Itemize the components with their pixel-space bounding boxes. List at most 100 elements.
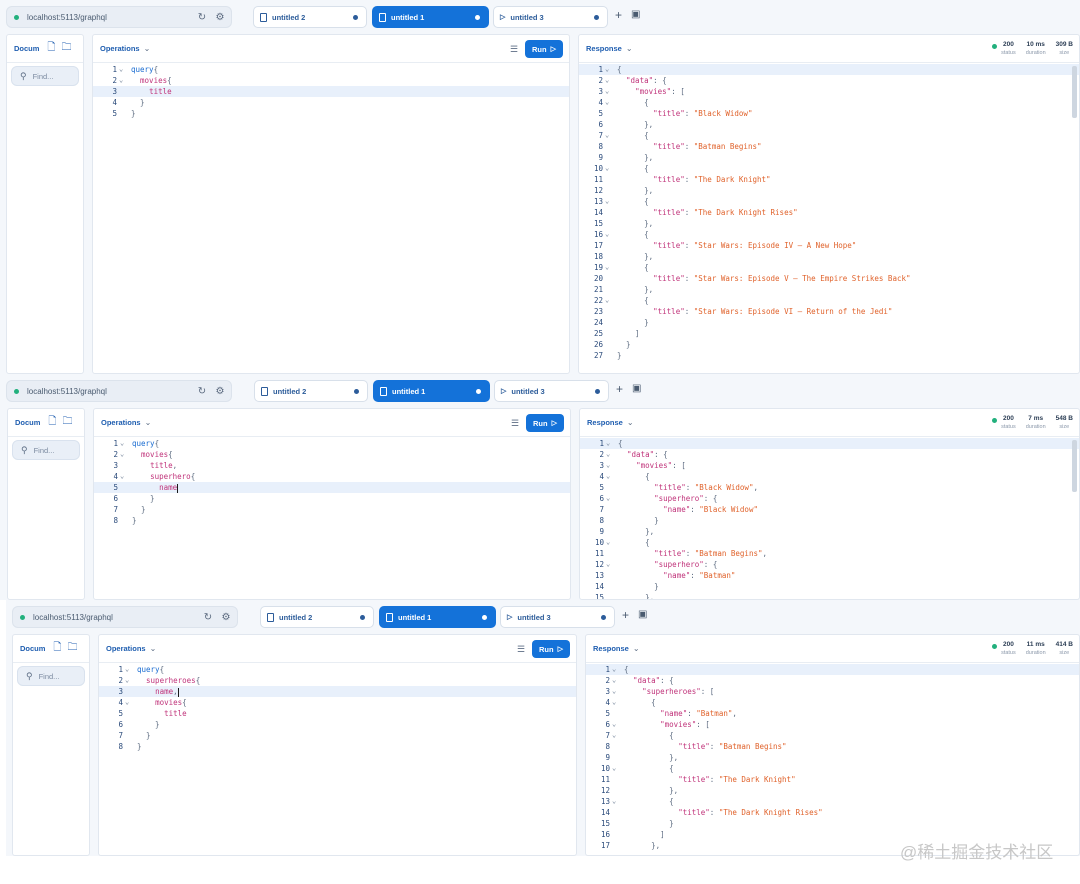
fold-chevron-icon[interactable]: ⌄ xyxy=(606,461,611,469)
code-line[interactable]: 21 }, xyxy=(579,284,1079,295)
fold-chevron-icon[interactable]: ⌄ xyxy=(119,65,124,73)
code-line[interactable]: 19⌄ { xyxy=(579,262,1079,273)
fold-chevron-icon[interactable]: ⌄ xyxy=(606,560,611,568)
code-line[interactable]: 2⌄ "data": { xyxy=(580,449,1079,460)
fold-chevron-icon[interactable]: ⌄ xyxy=(605,296,610,304)
fold-chevron-icon[interactable]: ⌄ xyxy=(125,698,130,706)
code-line[interactable]: 11 "title": "The Dark Knight" xyxy=(586,774,1079,785)
add-tab-icon[interactable]: + xyxy=(622,608,630,622)
code-line[interactable]: 15 }, xyxy=(579,218,1079,229)
code-line[interactable]: 7 "name": "Black Widow" xyxy=(580,504,1079,515)
code-line[interactable]: 15 }, xyxy=(580,592,1079,599)
code-line[interactable]: 14 "title": "The Dark Knight Rises" xyxy=(586,807,1079,818)
code-line[interactable]: 12 }, xyxy=(586,785,1079,796)
fold-chevron-icon[interactable]: ⌄ xyxy=(605,230,610,238)
code-line[interactable]: 4⌄ { xyxy=(580,471,1079,482)
code-line[interactable]: 17 "title": "Star Wars: Episode IV – A N… xyxy=(579,240,1079,251)
folder-icon[interactable]: 🗀 xyxy=(61,42,72,53)
code-line[interactable]: 8 } xyxy=(580,515,1079,526)
code-line[interactable]: 13 "name": "Batman" xyxy=(580,570,1079,581)
endpoint-url-box[interactable]: localhost:5113/graphql ↻ ⚙ xyxy=(6,380,232,402)
code-line[interactable]: 2⌄ "data": { xyxy=(586,675,1079,686)
code-line[interactable]: 6 } xyxy=(94,493,570,504)
tab-untitled-3[interactable]: ▷ untitled 3 xyxy=(500,606,615,628)
fold-chevron-icon[interactable]: ⌄ xyxy=(120,439,125,447)
code-line[interactable]: 9 }, xyxy=(586,752,1079,763)
code-line[interactable]: 7⌄ { xyxy=(586,730,1079,741)
fold-chevron-icon[interactable]: ⌄ xyxy=(605,197,610,205)
code-line[interactable]: 2⌄ movies{ xyxy=(93,75,569,86)
chevron-down-icon[interactable]: ⌄ xyxy=(626,418,634,427)
response-viewer[interactable]: 1⌄{2⌄ "data": {3⌄ "superheroes": [4⌄ {5 … xyxy=(586,664,1079,855)
code-line[interactable]: 4⌄ superhero{ xyxy=(94,471,570,482)
code-line[interactable]: 8} xyxy=(94,515,570,526)
add-tab-icon[interactable]: + xyxy=(616,382,624,396)
fold-chevron-icon[interactable]: ⌄ xyxy=(612,698,617,706)
code-line[interactable]: 24 } xyxy=(579,317,1079,328)
fold-chevron-icon[interactable]: ⌄ xyxy=(119,76,124,84)
find-input[interactable]: ⚲ Find... xyxy=(12,440,80,460)
code-line[interactable]: 3⌄ "movies": [ xyxy=(580,460,1079,471)
chevron-down-icon[interactable]: ⌄ xyxy=(625,44,633,53)
response-title[interactable]: Response xyxy=(593,644,629,653)
code-line[interactable]: 7 } xyxy=(94,504,570,515)
code-line[interactable]: 8 "title": "Batman Begins" xyxy=(579,141,1079,152)
operations-title[interactable]: Operations xyxy=(106,644,146,653)
code-line[interactable]: 9 }, xyxy=(580,526,1079,537)
code-line[interactable]: 6 }, xyxy=(579,119,1079,130)
save-icon[interactable]: ▣ xyxy=(638,609,648,620)
code-line[interactable]: 5} xyxy=(93,108,569,119)
new-document-icon[interactable]: 🗋 xyxy=(48,416,57,427)
response-scrollbar[interactable] xyxy=(1072,440,1077,492)
fold-chevron-icon[interactable]: ⌄ xyxy=(612,720,617,728)
fold-chevron-icon[interactable]: ⌄ xyxy=(612,665,617,673)
code-line[interactable]: 3⌄ "superheroes": [ xyxy=(586,686,1079,697)
code-line[interactable]: 7 } xyxy=(99,730,576,741)
code-line[interactable]: 2⌄ movies{ xyxy=(94,449,570,460)
code-line[interactable]: 23 "title": "Star Wars: Episode VI – Ret… xyxy=(579,306,1079,317)
response-viewer[interactable]: 1⌄{2⌄ "data": {3⌄ "movies": [4⌄ {5 "titl… xyxy=(580,438,1079,599)
save-icon[interactable]: ▣ xyxy=(631,9,641,20)
code-line[interactable]: 1⌄query{ xyxy=(94,438,570,449)
code-line[interactable]: 13⌄ { xyxy=(579,196,1079,207)
endpoint-url-box[interactable]: localhost:5113/graphql ↻ ⚙ xyxy=(6,6,232,28)
code-line[interactable]: 16⌄ { xyxy=(579,229,1079,240)
code-line[interactable]: 6⌄ "superhero": { xyxy=(580,493,1079,504)
operations-title[interactable]: Operations xyxy=(100,44,140,53)
tab-untitled-1[interactable]: untitled 1 xyxy=(373,380,490,402)
fold-chevron-icon[interactable]: ⌄ xyxy=(605,65,610,73)
tab-untitled-2[interactable]: untitled 2 xyxy=(253,6,367,28)
fold-chevron-icon[interactable]: ⌄ xyxy=(120,450,125,458)
code-line[interactable]: 1⌄query{ xyxy=(93,64,569,75)
code-line[interactable]: 7⌄ { xyxy=(579,130,1079,141)
prettify-icon[interactable]: ☰ xyxy=(517,644,526,654)
fold-chevron-icon[interactable]: ⌄ xyxy=(606,494,611,502)
find-input[interactable]: ⚲ Find... xyxy=(11,66,79,86)
tab-untitled-3[interactable]: ▷ untitled 3 xyxy=(493,6,608,28)
add-tab-icon[interactable]: + xyxy=(615,8,623,22)
code-line[interactable]: 5 "name": "Batman", xyxy=(586,708,1079,719)
code-line[interactable]: 1⌄{ xyxy=(579,64,1079,75)
response-viewer[interactable]: 1⌄{2⌄ "data": {3⌄ "movies": [4⌄ {5 "titl… xyxy=(579,64,1079,373)
tab-untitled-3[interactable]: ▷ untitled 3 xyxy=(494,380,609,402)
code-line[interactable]: 5 "title": "Black Widow", xyxy=(580,482,1079,493)
prettify-icon[interactable]: ☰ xyxy=(510,44,519,54)
code-line[interactable]: 13⌄ { xyxy=(586,796,1079,807)
operations-title[interactable]: Operations xyxy=(101,418,141,427)
code-line[interactable]: 5 "title": "Black Widow" xyxy=(579,108,1079,119)
code-line[interactable]: 1⌄{ xyxy=(586,664,1079,675)
new-document-icon[interactable]: 🗋 xyxy=(47,42,56,53)
endpoint-url-box[interactable]: localhost:5113/graphql ↻ ⚙ xyxy=(12,606,238,628)
code-line[interactable]: 4⌄ { xyxy=(579,97,1079,108)
code-line[interactable]: 4⌄ movies{ xyxy=(99,697,576,708)
tab-untitled-1[interactable]: untitled 1 xyxy=(379,606,496,628)
code-line[interactable]: 3 title xyxy=(93,86,569,97)
code-line[interactable]: 10⌄ { xyxy=(586,763,1079,774)
fold-chevron-icon[interactable]: ⌄ xyxy=(612,687,617,695)
code-line[interactable]: 11 "title": "Batman Begins", xyxy=(580,548,1079,559)
refresh-icon[interactable]: ↻ xyxy=(203,611,213,623)
code-line[interactable]: 5 title xyxy=(99,708,576,719)
code-line[interactable]: 22⌄ { xyxy=(579,295,1079,306)
fold-chevron-icon[interactable]: ⌄ xyxy=(125,665,130,673)
refresh-icon[interactable]: ↻ xyxy=(197,385,207,397)
